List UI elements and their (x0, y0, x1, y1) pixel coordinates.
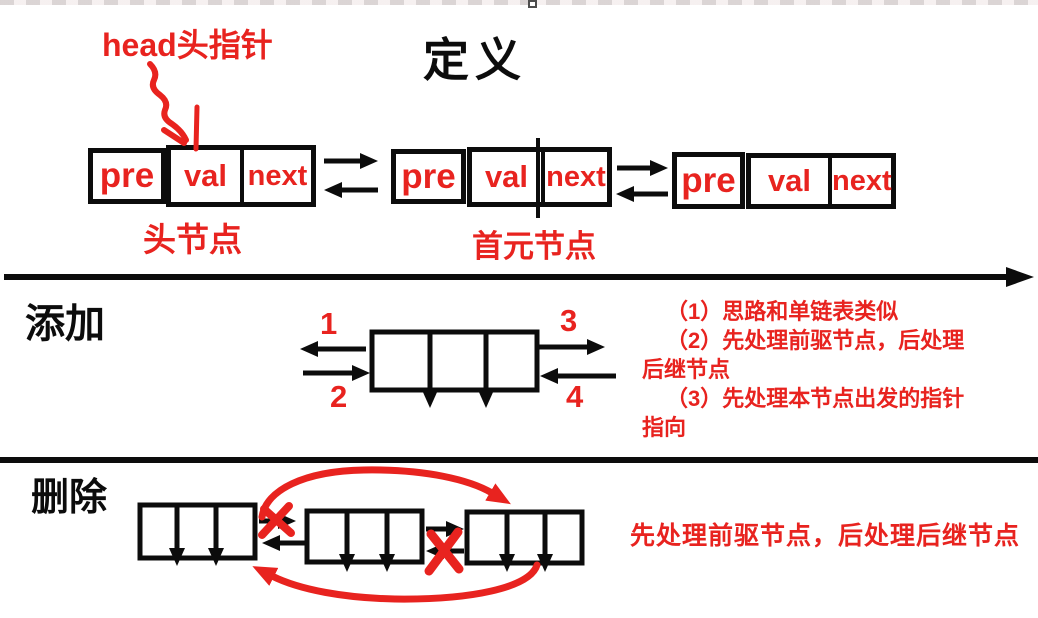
add-step-2: 2 (330, 379, 348, 414)
def-node2-caption: 首元节点 (472, 229, 596, 264)
delete-note: 先处理前驱节点，后处理后继节点 (630, 522, 1021, 550)
delete-x-mark-2 (426, 529, 464, 574)
def-node3-pre-box: pre (672, 152, 745, 209)
add-note-line: （1）思路和单链表类似 (666, 299, 899, 324)
def-node3-valnext-box: val next (746, 153, 896, 209)
def-node3-next-text: next (828, 158, 892, 204)
def-link-arrows-1 (324, 153, 378, 198)
add-step-3: 3 (560, 303, 578, 338)
delete-section-heading: 删除 (31, 477, 108, 519)
add-note-line: （2）先处理前驱节点，后处理 (666, 328, 965, 353)
delete-diagram (137, 502, 585, 572)
selection-dashed-border (0, 0, 1038, 5)
def-node3-pre-text: pre (681, 160, 736, 200)
delete-bypass-arc-top (258, 466, 511, 521)
selection-handle[interactable] (528, 0, 537, 8)
def-node2-next-text: next (541, 152, 607, 202)
def-node1-pre-box: pre (88, 148, 166, 204)
delete-x-mark-1 (258, 502, 293, 539)
delete-red-annotations (252, 466, 541, 603)
delete-node2-box (304, 508, 425, 565)
delete-x-mark-2 (424, 527, 463, 576)
add-section-heading: 添加 (25, 302, 105, 346)
head-pointer-label: head头指针 (102, 27, 273, 63)
def-node2-valnext-box: val next (467, 147, 612, 207)
def-node1-pre-text: pre (99, 156, 155, 195)
def-node3-val-text: val (767, 163, 812, 198)
delete-x-mark-1 (260, 505, 295, 537)
delete-node1-box (137, 502, 258, 561)
add-notes: （1）思路和单链表类似 （2）先处理前驱节点，后处理 后继节点 （3）先处理本节… (642, 297, 1038, 442)
add-note-line: 指向 (642, 415, 687, 440)
def-node1-caption: 头节点 (143, 221, 242, 258)
page-title: 定义 (423, 34, 527, 86)
def-node2-val-text: val (484, 159, 529, 194)
def-node2-pre-box: pre (391, 149, 466, 204)
add-note-line: （3）先处理本节点出发的指针 (666, 386, 965, 411)
def-link-arrows-2 (616, 160, 668, 202)
def-node2-pre-text: pre (401, 156, 456, 196)
add-note-line: 后继节点 (642, 357, 731, 382)
head-pointer-arrow (147, 61, 200, 152)
delete-bypass-arc-bottom (252, 561, 541, 603)
def-node1-next-text: next (240, 150, 311, 202)
add-node-box (369, 329, 540, 393)
def-node1-valnext-box: val next (166, 145, 316, 207)
delete-node3-box (464, 509, 585, 566)
add-step-4: 4 (566, 379, 584, 414)
add-step-1: 1 (320, 306, 338, 341)
def-node1-val-text: val (183, 158, 228, 193)
